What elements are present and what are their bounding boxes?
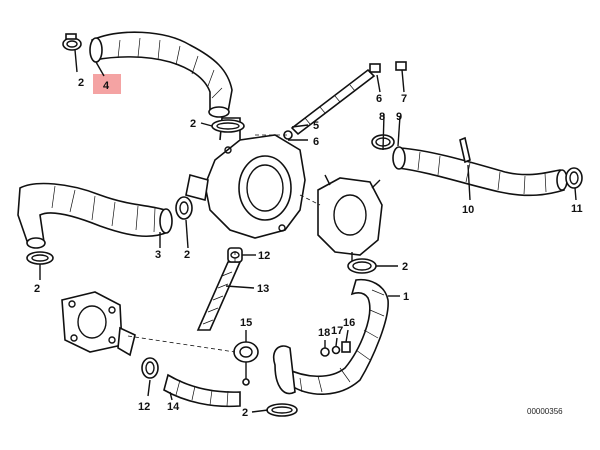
callout-10: 10 bbox=[462, 204, 474, 216]
hose-clamp-12-bottom[interactable] bbox=[141, 357, 159, 379]
callout-labels: 2 4 2 5 6 6 7 8 9 10 11 3 2 2 12 13 2 1 … bbox=[34, 77, 583, 419]
hose-clamp-left-bottom[interactable] bbox=[26, 251, 54, 265]
coolant-pipe[interactable] bbox=[196, 261, 242, 331]
callout-12-mid: 12 bbox=[258, 250, 270, 262]
bracket-16[interactable] bbox=[341, 341, 351, 353]
bypass-hose[interactable] bbox=[272, 278, 389, 395]
callout-4: 4 bbox=[103, 80, 110, 92]
lower-radiator-hose[interactable] bbox=[17, 182, 173, 249]
callout-8: 8 bbox=[379, 111, 385, 123]
callout-16: 16 bbox=[343, 317, 355, 329]
callout-13: 13 bbox=[257, 283, 269, 295]
callout-17: 17 bbox=[331, 325, 343, 337]
callout-2-mid: 2 bbox=[190, 118, 196, 130]
callout-2-bottom: 2 bbox=[242, 407, 248, 419]
callout-7: 7 bbox=[401, 93, 407, 105]
callout-12-bottom: 12 bbox=[138, 401, 150, 413]
leader-lines bbox=[39, 49, 577, 413]
water-pump-cover[interactable] bbox=[317, 174, 383, 262]
small-coolant-hose[interactable] bbox=[163, 373, 241, 408]
bolt-18[interactable] bbox=[320, 347, 330, 357]
washer-17[interactable] bbox=[331, 345, 341, 355]
callout-14: 14 bbox=[167, 401, 180, 413]
assembly-guide-lines bbox=[127, 134, 321, 353]
hose-clamp-right[interactable] bbox=[347, 258, 377, 274]
bleed-hose[interactable] bbox=[283, 68, 376, 140]
outlet-flange[interactable] bbox=[61, 291, 136, 357]
hose-clamp-11[interactable] bbox=[565, 167, 583, 189]
hose-clamp-thermostat[interactable] bbox=[211, 119, 245, 133]
heater-return-hose[interactable] bbox=[392, 136, 568, 197]
callout-5: 5 bbox=[313, 120, 319, 132]
drawing-code: 00000356 bbox=[527, 407, 563, 416]
callout-2-left: 2 bbox=[34, 283, 40, 295]
callout-6-top: 6 bbox=[376, 93, 382, 105]
callout-2-left2: 2 bbox=[184, 249, 190, 261]
callout-6-mid: 6 bbox=[313, 136, 319, 148]
callout-1: 1 bbox=[403, 291, 409, 303]
callout-15: 15 bbox=[240, 317, 252, 329]
temperature-sensor[interactable] bbox=[233, 341, 259, 386]
highlight-marker bbox=[93, 74, 121, 94]
upper-radiator-hose[interactable] bbox=[89, 31, 233, 118]
callout-2-right: 2 bbox=[402, 261, 408, 273]
hose-fitting-top[interactable] bbox=[369, 61, 407, 73]
hose-clamp-top[interactable] bbox=[62, 33, 82, 51]
callout-9: 9 bbox=[396, 111, 402, 123]
hose-clamp-bottom[interactable] bbox=[266, 403, 298, 417]
callout-3: 3 bbox=[155, 249, 161, 261]
callout-11: 11 bbox=[571, 203, 583, 215]
callout-18: 18 bbox=[318, 327, 330, 339]
callout-2-top: 2 bbox=[78, 77, 84, 89]
hose-clamp-left-end[interactable] bbox=[175, 196, 193, 220]
